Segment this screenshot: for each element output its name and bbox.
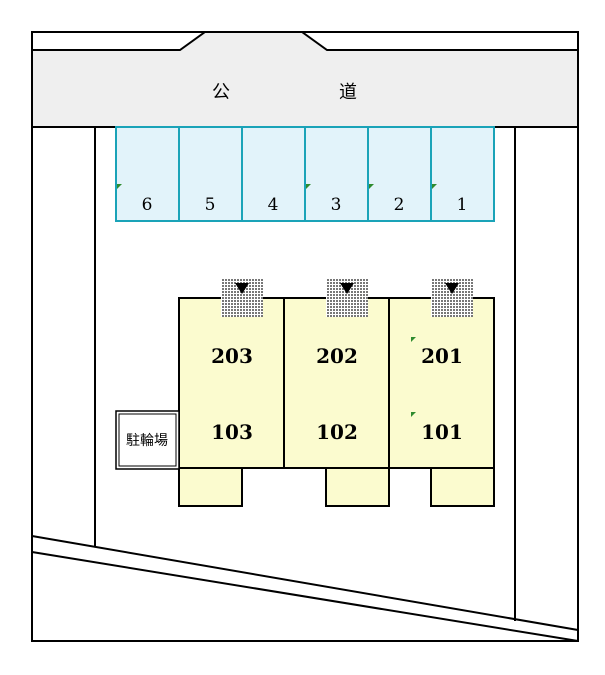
parking-stall-number: 5 [204, 195, 216, 215]
bottom-road-edge-upper [31, 535, 579, 631]
parking-stall-number: 1 [456, 195, 468, 215]
bicycle-parking-box [115, 410, 180, 470]
entrance-arrow-icon [235, 283, 249, 294]
balcony [325, 467, 390, 507]
room-number: 103 [211, 420, 253, 444]
room-number: 202 [316, 344, 358, 368]
road-label-1: 公 [212, 82, 230, 103]
balcony [178, 467, 243, 507]
apartment-building [178, 279, 495, 507]
parking-stall-number: 2 [393, 195, 405, 215]
room-number: 102 [316, 420, 358, 444]
parking-stall-number: 4 [267, 195, 279, 215]
entrance-arrow-icon [445, 283, 459, 294]
room-number: 201 [421, 344, 463, 368]
bicycle-parking-label: 駐輪場 [126, 433, 168, 449]
parking-stall-number: 6 [141, 195, 153, 215]
room-number: 203 [211, 344, 253, 368]
road-label-2: 道 [339, 82, 357, 103]
room-number: 101 [421, 420, 463, 444]
parking-stall-number: 3 [330, 195, 342, 215]
parking-area [115, 126, 495, 222]
balcony [430, 467, 495, 507]
bottom-road-edge-lower [31, 551, 579, 642]
entrance-arrow-icon [340, 283, 354, 294]
